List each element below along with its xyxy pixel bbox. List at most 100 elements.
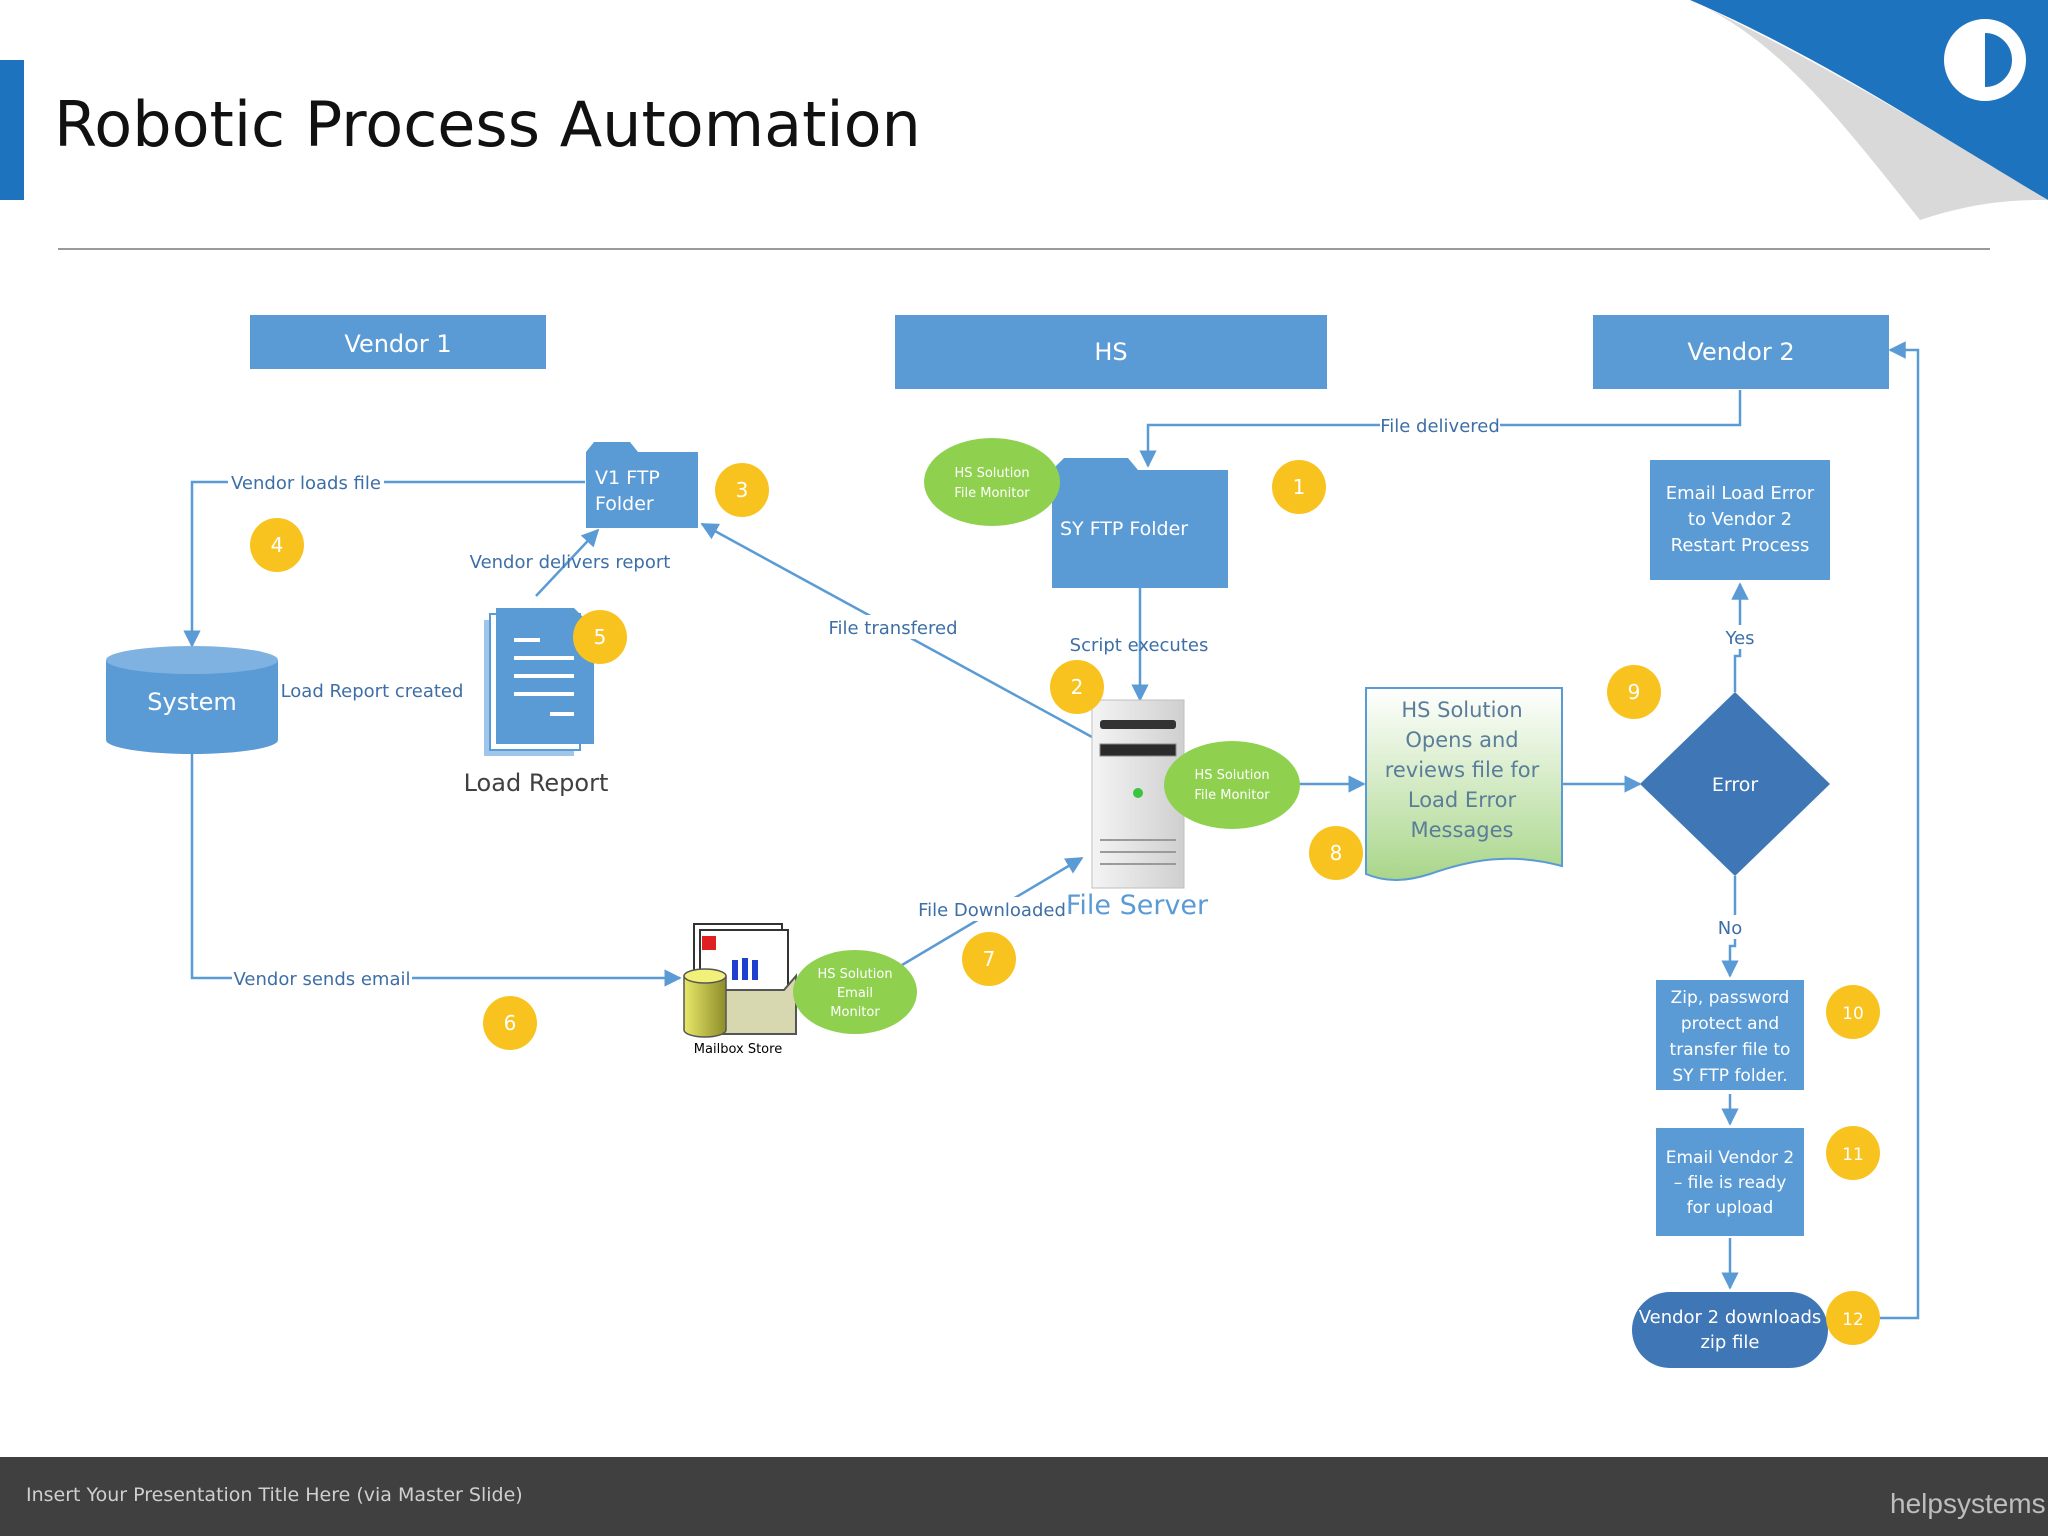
step-badge-2-label: 2 <box>1071 675 1084 699</box>
step-badge-10-label: 10 <box>1842 1004 1864 1024</box>
email-load-error-box: Email Load Error to Vendor 2 Restart Pro… <box>1650 460 1830 580</box>
email-load-error-line2: to Vendor 2 <box>1688 509 1792 530</box>
step-badge-1-label: 1 <box>1293 475 1306 499</box>
title-accent-bar <box>0 60 24 200</box>
header-vendor1: Vendor 1 <box>250 315 546 369</box>
title-divider <box>58 248 1990 250</box>
step-badge-12: 12 <box>1826 1291 1880 1345</box>
label-file-delivered: File delivered <box>1380 416 1500 437</box>
step-badge-11: 11 <box>1826 1126 1880 1180</box>
file-monitor-top: HS Solution File Monitor <box>924 438 1060 526</box>
header-hs: HS <box>895 315 1327 389</box>
step-badge-9-label: 9 <box>1628 680 1641 704</box>
zip-box-line4: SY FTP folder. <box>1672 1066 1787 1086</box>
footer-bar <box>0 1457 2048 1536</box>
error-decision: Error <box>1640 692 1830 876</box>
email-monitor: HS Solution Email Monitor <box>793 950 917 1034</box>
hs-solution-document: HS Solution Opens and reviews file for L… <box>1365 687 1563 881</box>
step-badge-12-label: 12 <box>1842 1310 1864 1330</box>
hs-doc-line1: HS Solution <box>1401 698 1522 722</box>
hs-doc-line2: Opens and <box>1405 728 1518 752</box>
email-vendor2-line3: for upload <box>1687 1198 1774 1218</box>
zip-box-line3: transfer file to <box>1670 1040 1791 1060</box>
file-monitor-server-line1: HS Solution <box>1194 768 1269 783</box>
error-label: Error <box>1712 774 1759 796</box>
step-badge-5: 5 <box>573 610 627 664</box>
connector-error-yes <box>1731 582 1749 692</box>
label-script-executes: Script executes <box>1070 635 1209 656</box>
hs-doc-line3: reviews file for <box>1385 758 1540 782</box>
label-load-report-created: Load Report created <box>281 681 464 702</box>
email-vendor2-box: Email Vendor 2 – file is ready for uploa… <box>1656 1128 1804 1236</box>
load-report-icon: Load Report <box>464 608 609 797</box>
email-monitor-line3: Monitor <box>830 1005 880 1020</box>
connector-system-to-email <box>190 752 682 987</box>
header-vendor1-label: Vendor 1 <box>344 330 451 358</box>
gear-icon <box>1944 19 2026 101</box>
step-badge-5-label: 5 <box>594 625 607 649</box>
v1-ftp-folder-icon: V1 FTP Folder <box>586 442 698 528</box>
email-monitor-line1: HS Solution <box>817 967 892 982</box>
step-badge-6: 6 <box>483 996 537 1050</box>
zip-transfer-box: Zip, password protect and transfer file … <box>1656 980 1804 1090</box>
header-hs-label: HS <box>1094 338 1127 366</box>
label-no: No <box>1718 918 1742 939</box>
step-badge-7: 7 <box>962 932 1016 986</box>
step-badge-11-label: 11 <box>1842 1145 1864 1165</box>
sy-ftp-label: SY FTP Folder <box>1060 518 1188 540</box>
step-badge-1: 1 <box>1272 460 1326 514</box>
hs-doc-line5: Messages <box>1411 818 1514 842</box>
label-yes: Yes <box>1724 628 1754 649</box>
sy-ftp-folder-icon: SY FTP Folder <box>1052 458 1228 588</box>
page-title: Robotic Process Automation <box>54 88 921 161</box>
email-vendor2-line1: Email Vendor 2 <box>1666 1148 1795 1168</box>
zip-box-line2: protect and <box>1681 1014 1779 1034</box>
label-vendor-loads-file: Vendor loads file <box>231 473 381 494</box>
file-server-label: File Server <box>1066 890 1209 921</box>
footer-text: Insert Your Presentation Title Here (via… <box>26 1484 523 1506</box>
email-monitor-line2: Email <box>837 986 873 1001</box>
step-badge-8: 8 <box>1309 826 1363 880</box>
label-file-downloaded: File Downloaded <box>918 900 1066 921</box>
file-monitor-server-line2: File Monitor <box>1194 788 1270 803</box>
label-vendor-sends-email: Vendor sends email <box>234 969 411 990</box>
v1-ftp-label-line2: Folder <box>595 493 654 515</box>
step-badge-6-label: 6 <box>504 1011 517 1035</box>
header-vendor2: Vendor 2 <box>1593 315 1889 389</box>
email-load-error-line3: Restart Process <box>1671 535 1810 556</box>
system-database: System <box>106 646 278 754</box>
brand-logo: helpsystems <box>1890 1488 2046 1519</box>
step-badge-9: 9 <box>1607 665 1661 719</box>
email-load-error-line1: Email Load Error <box>1666 483 1815 504</box>
vendor2-downloads-line1: Vendor 2 downloads <box>1639 1307 1822 1328</box>
file-monitor-top-line2: File Monitor <box>954 486 1030 501</box>
step-badge-4: 4 <box>250 518 304 572</box>
step-badge-7-label: 7 <box>983 947 996 971</box>
mailbox-store-label: Mailbox Store <box>694 1042 782 1057</box>
mailbox-store-icon: Mailbox Store <box>683 923 797 1057</box>
connector-vendor-loads-file <box>183 480 585 648</box>
step-badge-3: 3 <box>715 463 769 517</box>
hs-doc-line4: Load Error <box>1408 788 1517 812</box>
page-curl-decoration <box>1690 0 2048 220</box>
load-report-label: Load Report <box>464 769 609 797</box>
connector-vendor-delivers-report <box>535 528 600 597</box>
vendor2-downloads-terminator: Vendor 2 downloads zip file <box>1632 1292 1828 1368</box>
connector-error-no <box>1721 876 1739 978</box>
system-label: System <box>147 688 237 716</box>
label-vendor-delivers-report: Vendor delivers report <box>470 552 671 573</box>
file-monitor-top-line1: HS Solution <box>954 466 1029 481</box>
step-badge-10: 10 <box>1826 985 1880 1039</box>
zip-box-line1: Zip, password <box>1671 988 1790 1008</box>
v1-ftp-label-line1: V1 FTP <box>595 467 660 489</box>
header-vendor2-label: Vendor 2 <box>1687 338 1794 366</box>
vendor2-downloads-line2: zip file <box>1700 1332 1759 1353</box>
email-vendor2-line2: – file is ready <box>1674 1173 1787 1193</box>
step-badge-8-label: 8 <box>1330 841 1343 865</box>
step-badge-3-label: 3 <box>736 478 749 502</box>
step-badge-4-label: 4 <box>271 533 284 557</box>
file-monitor-server: HS Solution File Monitor <box>1164 741 1300 829</box>
step-badge-2: 2 <box>1050 660 1104 714</box>
label-file-transfered: File transfered <box>828 618 957 639</box>
